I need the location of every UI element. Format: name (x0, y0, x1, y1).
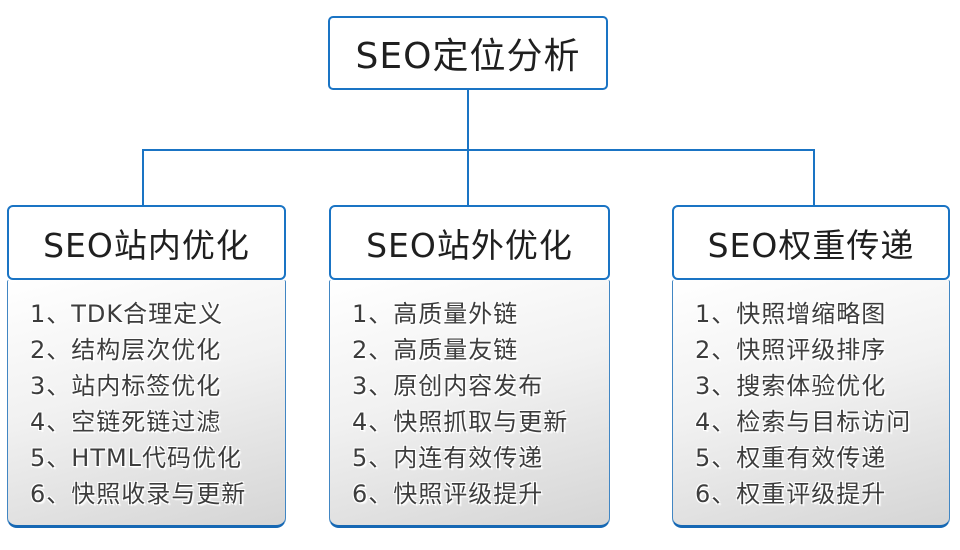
connector-horizontal (142, 149, 815, 151)
list-item: 1、高质量外链 (352, 300, 519, 328)
list-item: 4、检索与目标访问 (695, 408, 912, 436)
weight-list: 1、快照增缩略图 2、快照评级排序 3、搜索体验优化 4、检索与目标访问 5、权… (672, 280, 950, 528)
list-item: 4、空链死链过滤 (30, 408, 222, 436)
weight-header-title: SEO权重传递 (707, 225, 915, 265)
weight-header: SEO权重传递 (672, 205, 950, 280)
list-item: 4、快照抓取与更新 (352, 408, 569, 436)
connector-root-stem (467, 90, 469, 151)
node-offsite-optimization: SEO站外优化 1、高质量外链 2、高质量友链 3、原创内容发布 4、快照抓取与… (329, 205, 610, 528)
node-weight-transfer: SEO权重传递 1、快照增缩略图 2、快照评级排序 3、搜索体验优化 4、检索与… (672, 205, 950, 528)
list-item: 3、原创内容发布 (352, 372, 544, 400)
list-item: 6、快照评级提升 (352, 480, 544, 508)
onsite-header-title: SEO站内优化 (43, 225, 250, 265)
list-item: 6、快照收录与更新 (30, 480, 247, 508)
list-item: 3、搜索体验优化 (695, 372, 887, 400)
list-item: 5、内连有效传递 (352, 444, 544, 472)
connector-drop-right (813, 149, 815, 206)
list-item: 2、高质量友链 (352, 336, 519, 364)
offsite-header: SEO站外优化 (329, 205, 610, 280)
list-item: 5、权重有效传递 (695, 444, 887, 472)
root-node: SEO定位分析 (328, 16, 608, 90)
offsite-header-title: SEO站外优化 (366, 225, 573, 265)
list-item: 3、站内标签优化 (30, 372, 222, 400)
list-item: 1、TDK合理定义 (30, 300, 224, 328)
list-item: 5、HTML代码优化 (30, 444, 243, 472)
list-item: 2、快照评级排序 (695, 336, 887, 364)
onsite-header: SEO站内优化 (7, 205, 286, 280)
node-onsite-optimization: SEO站内优化 1、TDK合理定义 2、结构层次优化 3、站内标签优化 4、空链… (7, 205, 286, 528)
onsite-list: 1、TDK合理定义 2、结构层次优化 3、站内标签优化 4、空链死链过滤 5、H… (7, 280, 286, 528)
offsite-list: 1、高质量外链 2、高质量友链 3、原创内容发布 4、快照抓取与更新 5、内连有… (329, 280, 610, 528)
list-item: 6、权重评级提升 (695, 480, 887, 508)
list-item: 1、快照增缩略图 (695, 300, 887, 328)
connector-drop-left (142, 149, 144, 206)
connector-drop-center (467, 149, 469, 206)
list-item: 2、结构层次优化 (30, 336, 222, 364)
root-node-title: SEO定位分析 (355, 36, 581, 77)
